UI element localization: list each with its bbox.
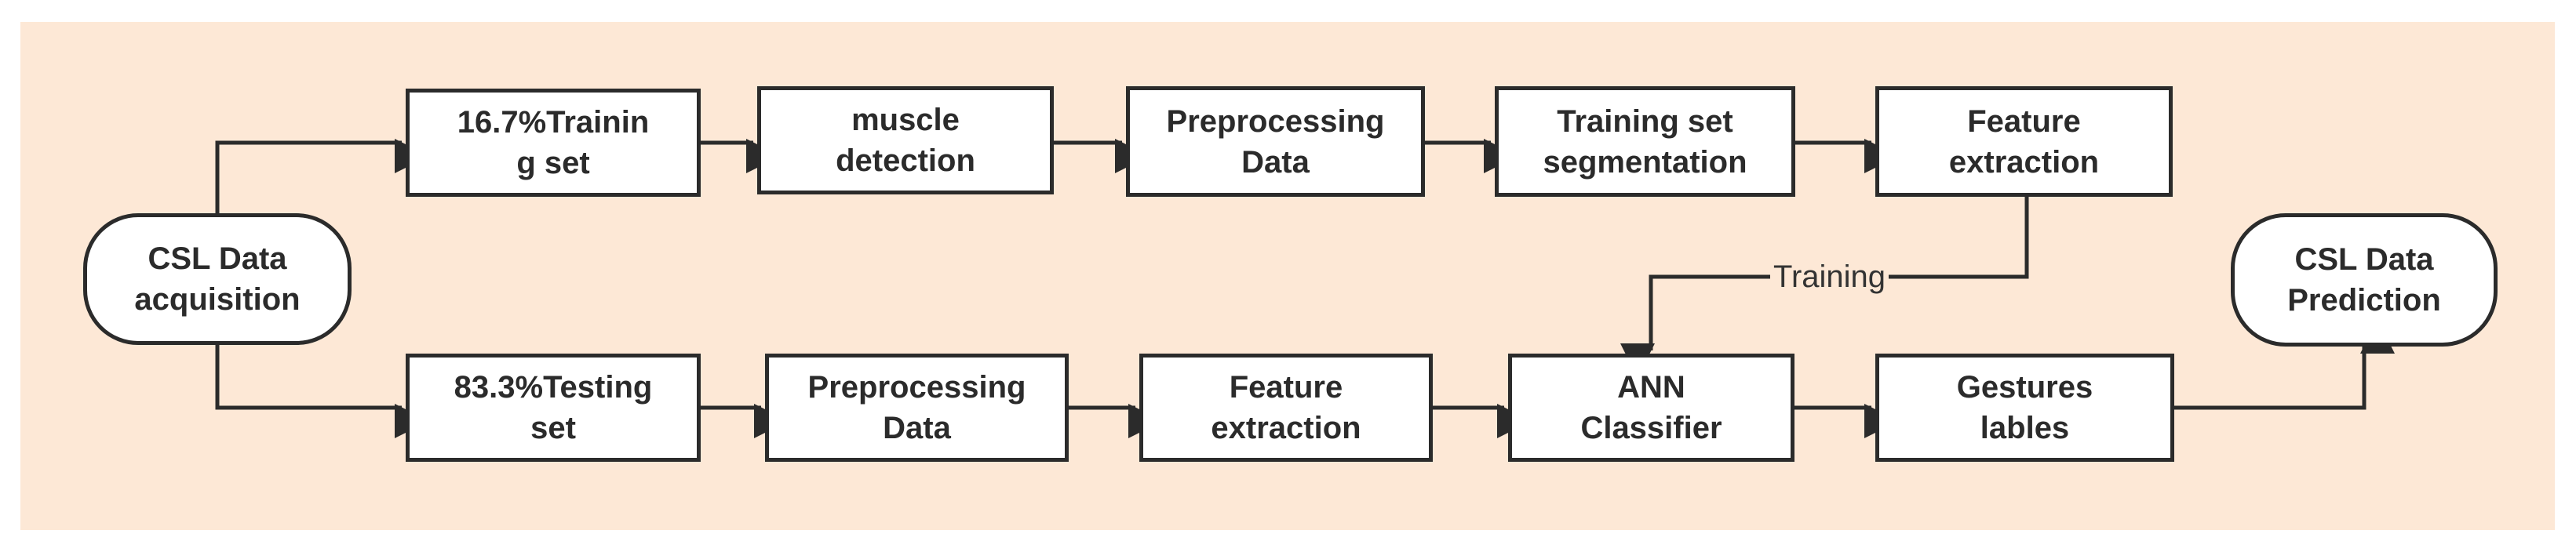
arrow-to-prediction	[2174, 318, 2396, 410]
node-preprocessing-data-bottom: Preprocessing Data	[765, 354, 1069, 462]
node-feature-extraction-top: Feature extraction	[1875, 86, 2173, 197]
node-training-set-segmentation: Training set segmentation	[1495, 86, 1795, 197]
node-testing-set: 83.3%Testing set	[406, 354, 701, 462]
node-feature-extraction-bottom: Feature extraction	[1139, 354, 1433, 462]
node-preprocessing-data-top: Preprocessing Data	[1126, 86, 1425, 197]
node-training-set: 16.7%Trainin g set	[406, 89, 701, 197]
arrow-start-to-training-set	[215, 139, 430, 213]
node-muscle-detection: muscle detection	[757, 86, 1054, 194]
node-ann-classifier: ANN Classifier	[1508, 354, 1794, 462]
node-csl-data-acquisition: CSL Data acquisition	[83, 213, 352, 345]
edge-label-training: Training	[1770, 259, 1889, 295]
node-gestures-lables: Gestures lables	[1875, 354, 2174, 462]
arrow-start-to-testing-set	[215, 345, 430, 439]
node-csl-data-prediction: CSL Data Prediction	[2231, 213, 2498, 347]
